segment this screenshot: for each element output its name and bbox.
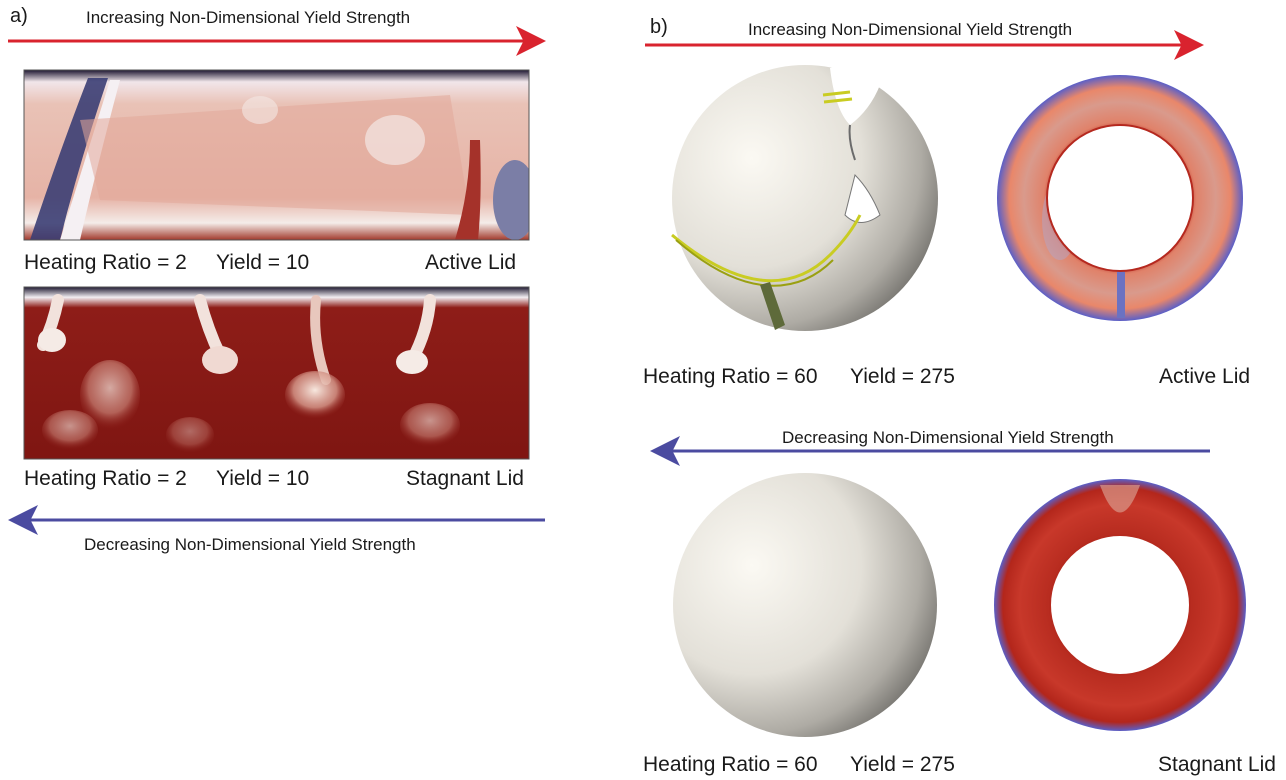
stagnant-heating-ratio-b: Heating Ratio = 60	[643, 753, 818, 777]
active-regime-b: Active Lid	[1159, 365, 1250, 389]
active-regime-a: Active Lid	[425, 251, 516, 275]
active-heating-ratio-b: Heating Ratio = 60	[643, 365, 818, 389]
stagnant-lid-box-image	[24, 287, 529, 459]
stagnant-yield-a: Yield = 10	[216, 467, 309, 491]
active-heating-ratio-a: Heating Ratio = 2	[24, 251, 187, 275]
panel-a-decrease-text: Decreasing Non-Dimensional Yield Strengt…	[84, 535, 416, 555]
panel-a-increase-text: Increasing Non-Dimensional Yield Strengt…	[86, 8, 410, 28]
panel-a-label: a)	[10, 5, 28, 28]
stagnant-regime-b: Stagnant Lid	[1158, 753, 1276, 777]
stagnant-lid-sphere	[673, 473, 937, 737]
stagnant-heating-ratio-a: Heating Ratio = 2	[24, 467, 187, 491]
active-lid-sphere	[672, 60, 938, 331]
panel-b-label: b)	[650, 16, 668, 39]
stagnant-regime-a: Stagnant Lid	[406, 467, 524, 491]
stagnant-yield-b: Yield = 275	[850, 753, 955, 777]
panel-b-decrease-text: Decreasing Non-Dimensional Yield Strengt…	[782, 428, 1114, 448]
panel-b-increase-text: Increasing Non-Dimensional Yield Strengt…	[748, 20, 1072, 40]
active-lid-box-image	[24, 70, 537, 240]
active-yield-b: Yield = 275	[850, 365, 955, 389]
active-yield-a: Yield = 10	[216, 251, 309, 275]
stagnant-lid-annulus	[994, 479, 1246, 731]
active-lid-annulus	[997, 75, 1243, 321]
